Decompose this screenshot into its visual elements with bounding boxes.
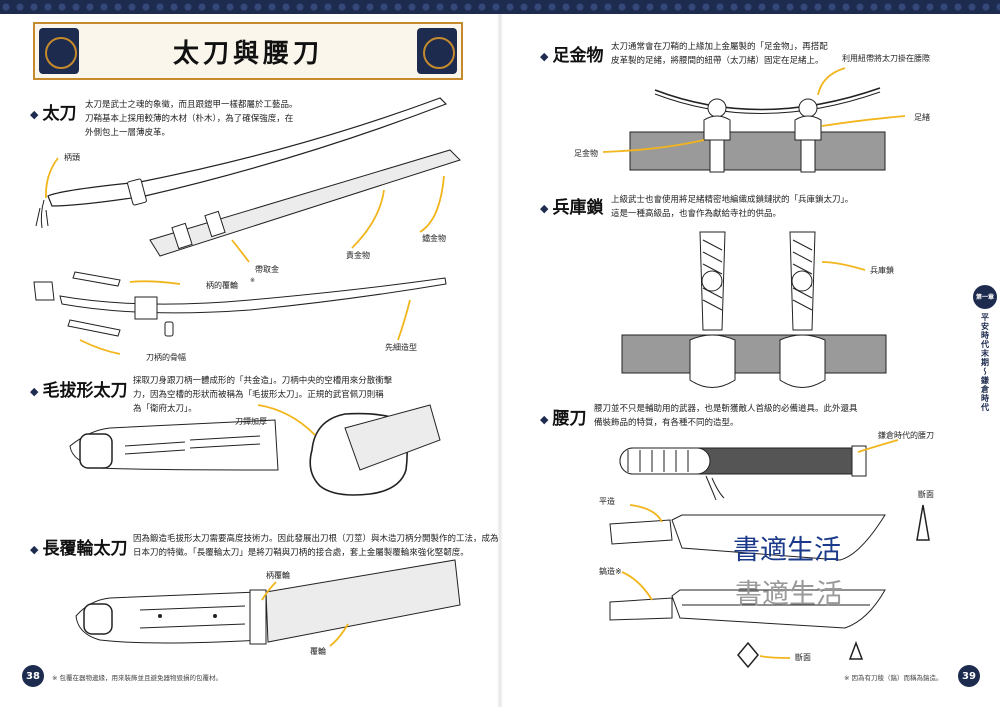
label-tsuba-thick: 刀鐔加厚: [235, 417, 267, 426]
diamond-icon: ◆: [540, 201, 549, 215]
label-ashikanamono: 足金物: [574, 149, 598, 158]
crest-icon: [39, 28, 79, 74]
section-text-ashikanamono: 太刀通常會在刀鞘的上緣加上金屬製的「足金物」，再搭配皮革製的足緒，將腰間的紐帶（…: [611, 42, 828, 66]
footnote-right: ※ 因為有刀稜（鎬）而稱為鎬造。: [844, 674, 943, 682]
diamond-icon: ◆: [30, 384, 39, 398]
label-hyogogusari: 兵庫鎖: [870, 266, 894, 275]
tachi-illustrations: [33, 97, 461, 647]
section-heading-ashikanamono: ◆足金物: [540, 46, 604, 66]
diamond-icon: ◆: [540, 412, 549, 426]
diamond-icon: ◆: [540, 49, 549, 63]
label-obitori: 帶取金: [255, 265, 279, 274]
page-title-banner: 太刀與腰刀: [33, 22, 463, 80]
label-sakiboso: 先細造型: [385, 343, 417, 352]
label-himo: 利用紐帶將太刀掛在腰際: [842, 54, 930, 63]
page-number-right: 39: [958, 665, 980, 687]
chapter-tab: 第一章 平安時代末期～鎌倉時代: [973, 285, 997, 412]
label-hirazukuri: 平造: [599, 497, 615, 506]
watermark-text-shadow: 書適生活: [735, 579, 843, 610]
section-heading-tachi: ◆太刀: [30, 104, 77, 124]
section-text-hyogogusari: 上級武士也會使用將足緒精密地編織成鎖鏈狀的「兵庫鎖太刀」。這是一種高級品，也會作…: [611, 195, 854, 219]
label-danmen-1: 斷面: [918, 490, 934, 499]
chapter-badge: 第一章: [973, 285, 997, 309]
top-pattern-band: [0, 0, 1000, 14]
crest-icon: [417, 28, 457, 74]
label-shinogizukuri: 鎬造※: [599, 567, 622, 576]
footnote-mark: ※: [250, 277, 256, 284]
label-danmen-2: 斷面: [795, 653, 811, 662]
page-title: 太刀與腰刀: [172, 38, 323, 69]
section-heading-hyogogusari: ◆兵庫鎖: [540, 198, 604, 218]
label-ashio: 足緒: [914, 113, 930, 122]
label-tsuka-fukurin2: 柄覆輪: [266, 571, 290, 580]
label-tsuka-fukurin: 柄的覆輪: [206, 281, 238, 290]
footnote-left: ※ 包覆在器物邊緣，用來裝飾並且避免器物毀損的包覆材。: [52, 674, 223, 682]
label-ishizuki: 鐺金物: [422, 234, 446, 243]
section-text-nagafukurin: 因為鍛造毛拔形太刀需要高度技術力。因此發展出刀根（刀莖）與木造刀柄分開製作的工法…: [133, 534, 499, 558]
page-gutter: [497, 14, 503, 707]
section-text-tachi: 太刀是武士之魂的象徵，而且跟鎧甲一樣都屬於工藝品。刀鞘基本上採用較薄的木材（朴木…: [85, 100, 298, 138]
label-tsuka-hone: 刀柄的骨幅: [146, 353, 186, 362]
label-tsukagashira: 柄頭: [64, 153, 80, 162]
section-text-kenukigata: 採取刀身跟刀柄一體成形的「共金造」。刀柄中央的空槽用來分散衝擊力，因為空槽的形狀…: [133, 376, 393, 414]
section-heading-kenukigata: ◆毛拔形太刀: [30, 381, 128, 401]
label-fukurin: 覆輪: [310, 647, 326, 656]
section-text-koshigatana: 腰刀並不只是輔助用的武器，也是斬獲敵人首級的必備道具。此外還具備裝飾品的特質，有…: [594, 404, 858, 428]
section-heading-koshigatana: ◆腰刀: [540, 409, 587, 429]
label-semegane: 責金物: [346, 251, 370, 260]
label-kamakura-koshigatana: 鎌倉時代的腰刀: [878, 431, 934, 440]
chapter-title: 平安時代末期～鎌倉時代: [980, 313, 990, 412]
diamond-icon: ◆: [30, 107, 39, 121]
section-heading-nagafukurin: ◆長覆輪太刀: [30, 539, 128, 559]
diamond-icon: ◆: [30, 542, 39, 556]
watermark-text: 書適生活: [733, 535, 841, 566]
page-number-left: 38: [22, 665, 44, 687]
